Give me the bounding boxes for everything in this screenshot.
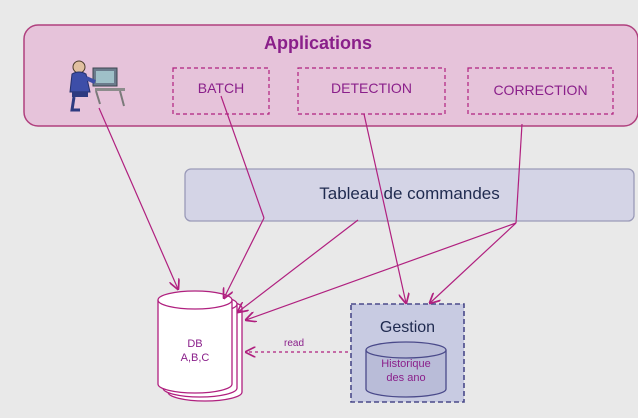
arrow-batch-to-panel — [220, 95, 265, 219]
arrow-detection-to-db — [238, 219, 359, 312]
arrow-user-to-db — [98, 107, 178, 289]
database-stack — [157, 290, 243, 402]
applications-title: Applications — [264, 33, 373, 53]
detection-box — [297, 67, 446, 115]
historique-label-line1: Historique — [381, 358, 431, 370]
arrow-detection-to-gestion — [363, 113, 406, 303]
db-label-line2: A,B,C — [180, 352, 210, 364]
arrow-panel-to-gestion — [430, 222, 517, 303]
command-panel-label: Tableau de commandes — [319, 184, 500, 203]
batch-label: BATCH — [197, 80, 245, 96]
arrows — [98, 95, 523, 352]
applications-container — [23, 24, 638, 127]
arrow-panel-to-db-1 — [224, 217, 265, 298]
correction-box — [467, 67, 614, 115]
db-label-line1: DB — [187, 338, 203, 350]
batch-box — [172, 67, 270, 115]
user-at-computer-icon — [69, 60, 125, 112]
historique-label-line2: des ano — [386, 372, 426, 384]
read-label: read — [284, 338, 305, 349]
arrow-correction-to-panel — [515, 123, 523, 224]
command-panel — [184, 168, 635, 222]
arrow-panel-to-db-2 — [246, 222, 517, 320]
correction-label: CORRECTION — [493, 82, 588, 98]
detection-label: DETECTION — [331, 80, 412, 96]
historique-cylinder — [365, 341, 447, 398]
gestion-title: Gestion — [379, 319, 436, 336]
